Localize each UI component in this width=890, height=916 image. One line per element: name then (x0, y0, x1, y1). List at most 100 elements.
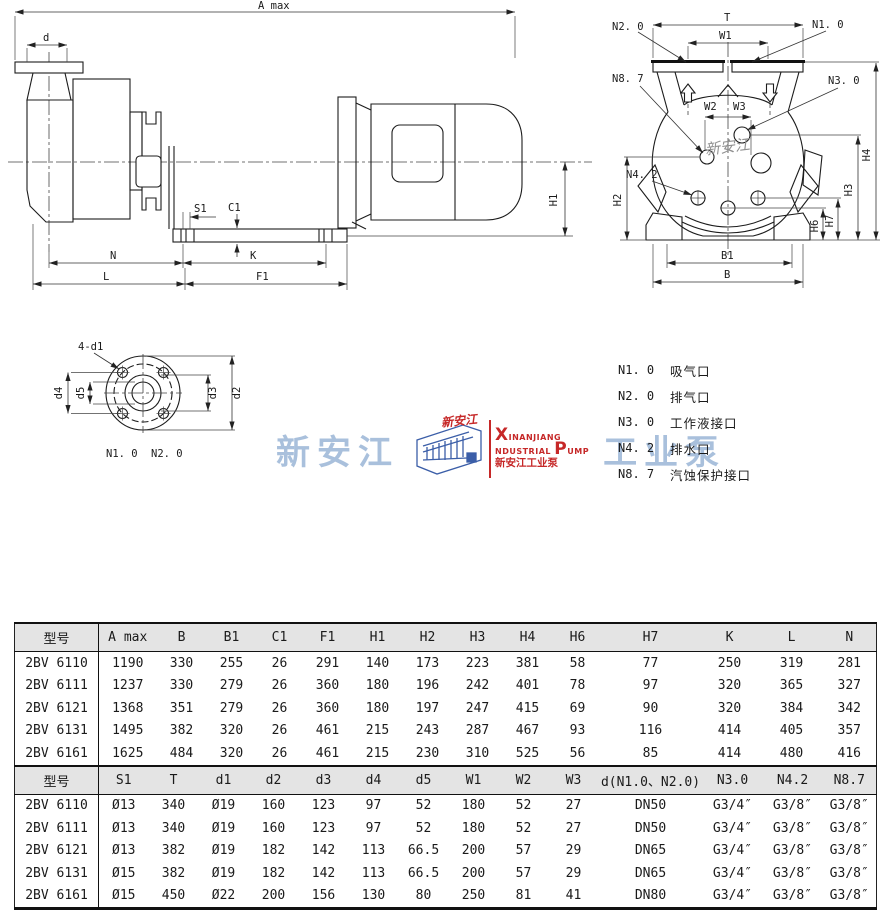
value-cell: 113 (361, 865, 386, 881)
legend-label: 排水口 (670, 441, 711, 457)
value-cell: 320 (717, 700, 742, 716)
logo-en-line2: NDUSTRIAL PUMP (495, 440, 590, 457)
value-cell: 27 (565, 798, 582, 814)
column-header: W3 (548, 765, 599, 794)
model-cell: 2BV 6111 (14, 674, 99, 697)
column-header: F1 (302, 623, 353, 652)
value-cell: 416 (837, 745, 861, 761)
column-header: H7 (602, 623, 699, 652)
value-cell: 401 (515, 678, 540, 694)
value-cell: 69 (569, 700, 586, 716)
value-cell: G3/8″ (772, 820, 813, 836)
value-cell: 26 (271, 678, 288, 694)
dim-label-amax: A max (258, 0, 290, 12)
value-cell: 281 (837, 655, 861, 671)
flange-port-label-n1: N1. 0 (106, 448, 138, 460)
value-cell: 200 (461, 865, 486, 881)
value-cell: 287 (465, 723, 490, 739)
model-cell: 2BV 6121 (14, 697, 99, 720)
value-cell: 310 (465, 745, 490, 761)
logo-divider (489, 420, 491, 478)
dim-label-n: N (110, 250, 116, 262)
logo-text-3: UMP (567, 446, 590, 456)
value-cell: 80 (415, 888, 432, 904)
value-cell: 52 (515, 798, 532, 814)
value-cell: G3/4″ (712, 843, 753, 859)
value-cell: 467 (515, 723, 540, 739)
pump-front-outline (637, 60, 823, 241)
value-cell: 405 (779, 723, 804, 739)
column-header: A max (98, 623, 157, 652)
value-cell: G3/4″ (712, 798, 753, 814)
value-cell: 461 (315, 745, 340, 761)
flange-port-label-n2: N2. 0 (151, 448, 183, 460)
model-cell: 2BV 6161 (14, 884, 99, 909)
side-view-centerlines (8, 52, 592, 252)
column-header: H1 (352, 623, 403, 652)
logo-en-line1: XINANJIANG (495, 427, 589, 444)
value-cell: 414 (717, 745, 742, 761)
company-watermark: 新安江 新安江 XINANJIANG NDUSTRIAL (276, 412, 726, 478)
value-cell: 123 (311, 798, 336, 814)
value-cell: 57 (515, 865, 532, 881)
value-cell: 382 (161, 865, 186, 881)
legend-item: N4. 2 排水口 (618, 435, 751, 461)
logo-big-p: P (554, 438, 568, 459)
port-legend: N1. 0 吸气口 N2. 0 排气口 N3. 0 工作液接口 N4. 2 排水… (618, 357, 751, 487)
value-cell: 78 (569, 678, 586, 694)
column-header: N3.0 (702, 765, 763, 794)
value-cell: 142 (311, 843, 336, 859)
dim-label-d: d (43, 32, 49, 44)
legend-item: N1. 0 吸气口 (618, 357, 751, 383)
value-cell: 243 (415, 723, 440, 739)
column-header: W2 (498, 765, 549, 794)
value-cell: 484 (169, 745, 194, 761)
column-header: N8.7 (822, 765, 877, 794)
column-header: B (156, 623, 207, 652)
model-cell: 2BV 6110 (14, 794, 99, 817)
value-cell: 196 (415, 678, 440, 694)
value-cell: 160 (261, 820, 286, 836)
value-cell: 525 (515, 745, 540, 761)
legend-code: N3. 0 (618, 415, 655, 429)
value-cell: G3/8″ (829, 820, 869, 836)
model-cell: 2BV 6110 (14, 651, 99, 675)
value-cell: 116 (638, 723, 663, 739)
value-cell: DN50 (634, 820, 667, 836)
value-cell: 381 (515, 655, 540, 671)
value-cell: 93 (569, 723, 586, 739)
column-header: H3 (452, 623, 503, 652)
value-cell: 52 (515, 820, 532, 836)
logo-big-x: X (495, 425, 509, 446)
logo-cn-text: 新安江工业泵 (495, 456, 558, 469)
dim-label-s1: S1 (194, 203, 207, 215)
value-cell: 365 (779, 678, 804, 694)
value-cell: 182 (261, 843, 286, 859)
value-cell: 173 (415, 655, 440, 671)
column-header: C1 (256, 623, 303, 652)
side-view-dimensions: A max d S1 C1 H1 N K (14, 0, 568, 290)
logo-text-2: NDUSTRIAL (495, 446, 555, 456)
value-cell: 1368 (112, 700, 144, 716)
value-cell: 130 (361, 888, 386, 904)
flange-circles (104, 354, 182, 433)
dim-label-h4: H4 (861, 149, 873, 162)
dim-label-4d1: 4-d1 (78, 341, 103, 353)
value-cell: 52 (415, 820, 432, 836)
side-view-drawing: A max d S1 C1 H1 N K (8, 0, 592, 290)
model-cell: 2BV 6131 (14, 719, 99, 742)
logo-text-1: INANJIANG (508, 433, 562, 443)
column-header: 型号 (14, 623, 99, 652)
column-header: L (760, 623, 823, 652)
dim-label-l: L (103, 271, 109, 283)
dim-label-d2: d2 (231, 387, 243, 400)
dim-label-t: T (724, 12, 731, 24)
baseplate-outline (172, 228, 573, 243)
value-cell: DN65 (634, 843, 667, 859)
legend-code: N4. 2 (618, 441, 655, 455)
value-cell: 330 (169, 678, 194, 694)
